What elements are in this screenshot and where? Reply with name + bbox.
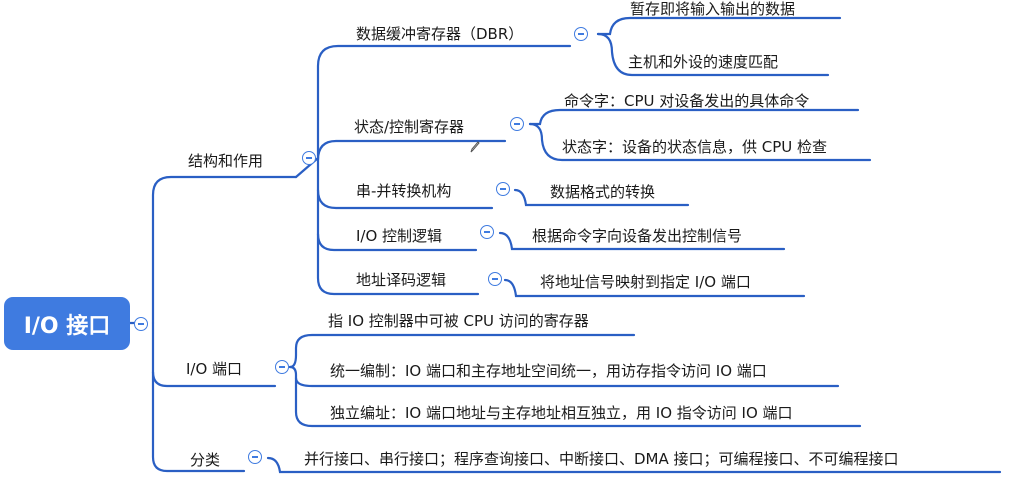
- connector-addr-leaf: [503, 278, 806, 298]
- leaf-status-2[interactable]: 状态字：设备的状态信息，供 CPU 检查: [562, 138, 828, 156]
- collapse-toggle-icon[interactable]: [510, 117, 524, 131]
- leaf-io-control-1[interactable]: 根据命令字向设备发出控制信号: [532, 227, 743, 245]
- connector-dbr-leaf-2: [596, 32, 830, 77]
- collapse-toggle-icon[interactable]: [488, 272, 502, 286]
- collapse-toggle-icon[interactable]: [248, 450, 262, 464]
- node-address-decode[interactable]: 地址译码逻辑: [356, 271, 447, 289]
- node-serial-parallel[interactable]: 串-并转换机构: [356, 182, 452, 200]
- connector-serial-leaf: [513, 188, 690, 207]
- leaf-category-1[interactable]: 并行接口、串行接口；程序查询接口、中断接口、DMA 接口；可编程接口、不可编程接…: [304, 450, 899, 468]
- connector-dbr: [316, 44, 572, 160]
- node-dbr[interactable]: 数据缓冲寄存器（DBR）: [356, 25, 524, 43]
- collapse-toggle-icon[interactable]: [574, 27, 588, 41]
- collapse-toggle-icon[interactable]: [480, 225, 494, 239]
- connector-status-leaf-1: [528, 108, 860, 126]
- leaf-address-1[interactable]: 将地址信号映射到指定 I/O 端口: [540, 273, 751, 291]
- connector-addr: [316, 232, 480, 296]
- connector-ioctrl-leaf: [498, 231, 786, 251]
- collapse-toggle-icon[interactable]: [302, 151, 316, 165]
- leaf-port-3[interactable]: 独立编址：IO 端口地址与主存地址相互独立，用 IO 指令访问 IO 端口: [330, 404, 793, 422]
- connector-category-leaf: [266, 456, 1002, 474]
- leaf-dbr-1[interactable]: 暂存即将输入输出的数据: [630, 0, 796, 18]
- connector-dbr-leaf-1: [596, 16, 842, 36]
- collapse-toggle-icon[interactable]: [275, 360, 289, 374]
- connector-status-leaf-2: [528, 122, 872, 162]
- collapse-toggle-icon[interactable]: [134, 317, 148, 331]
- branch-structure-label[interactable]: 结构和作用: [188, 152, 264, 170]
- leaf-port-1[interactable]: 指 IO 控制器中可被 CPU 访问的寄存器: [328, 312, 589, 330]
- branch-port-label[interactable]: I/O 端口: [186, 360, 243, 378]
- connector-to-category: [151, 370, 246, 473]
- leaf-serial-1[interactable]: 数据格式的转换: [550, 183, 656, 201]
- connector-port-trunk: [288, 333, 636, 369]
- connector-port-leaf-3: [294, 376, 862, 428]
- connector-to-structure: [151, 175, 298, 325]
- branch-category-label[interactable]: 分类: [190, 451, 221, 469]
- leaf-dbr-2[interactable]: 主机和外设的速度匹配: [628, 53, 779, 71]
- pencil-icon: [470, 141, 480, 153]
- collapse-toggle-icon[interactable]: [496, 182, 510, 196]
- node-io-control-logic[interactable]: I/O 控制逻辑: [356, 227, 443, 245]
- leaf-status-1[interactable]: 命令字：CPU 对设备发出的具体命令: [564, 92, 810, 110]
- leaf-port-2[interactable]: 统一编制：IO 端口和主存地址空间统一，用访存指令访问 IO 端口: [330, 362, 767, 380]
- root-node[interactable]: I/O 接口: [4, 297, 130, 350]
- node-status-control[interactable]: 状态/控制寄存器: [354, 118, 465, 136]
